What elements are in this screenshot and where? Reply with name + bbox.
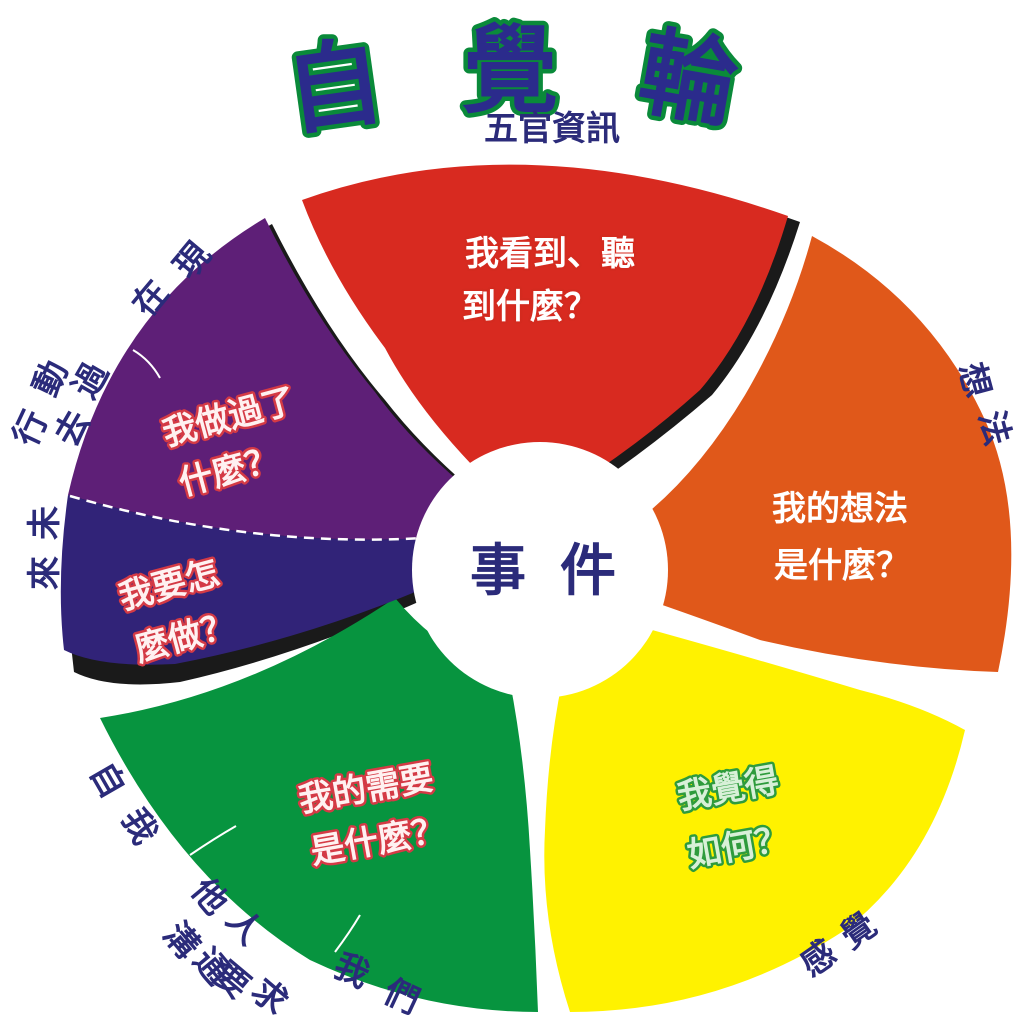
green-tick-1 bbox=[189, 825, 237, 856]
title-char: 輪 bbox=[631, 16, 745, 143]
center-char: 件 bbox=[560, 539, 616, 604]
future-label: 未 來 bbox=[25, 506, 65, 590]
center-hub bbox=[412, 442, 668, 698]
ring-char: 行 bbox=[6, 405, 57, 453]
red-segment-text: 我看到、聽 到什麼？ bbox=[460, 232, 638, 330]
title-char: 覺 bbox=[462, 15, 558, 127]
orange-text-line: 是什麼？ bbox=[774, 546, 910, 586]
red-text-line: 我看到、聽 bbox=[465, 234, 635, 274]
purple-segment bbox=[68, 218, 462, 540]
ring-char: 未 bbox=[25, 506, 65, 540]
green-tick-2 bbox=[334, 914, 361, 953]
wheel-title: 自 覺 輪 bbox=[275, 11, 750, 154]
green-segment bbox=[100, 598, 538, 1012]
orange-segment bbox=[645, 236, 1012, 672]
ring-char: 想 bbox=[950, 359, 997, 402]
navy-segment bbox=[60, 495, 426, 665]
orange-segment-text: 我的想法 是什麼？ bbox=[770, 487, 913, 589]
red-segment bbox=[302, 164, 788, 472]
title-char: 自 bbox=[279, 25, 390, 149]
orange-text-line: 我的想法 bbox=[772, 489, 908, 529]
red-text-line: 到什麼？ bbox=[462, 287, 598, 327]
purple-tick bbox=[132, 349, 161, 379]
center-char: 事 bbox=[470, 539, 526, 604]
past-future-divider bbox=[69, 494, 424, 541]
center-label: 事 件 bbox=[470, 539, 616, 604]
senses-label: 五官資訊 bbox=[484, 109, 620, 149]
ring-char: 來 bbox=[25, 556, 65, 590]
yellow-segment bbox=[544, 628, 965, 1012]
